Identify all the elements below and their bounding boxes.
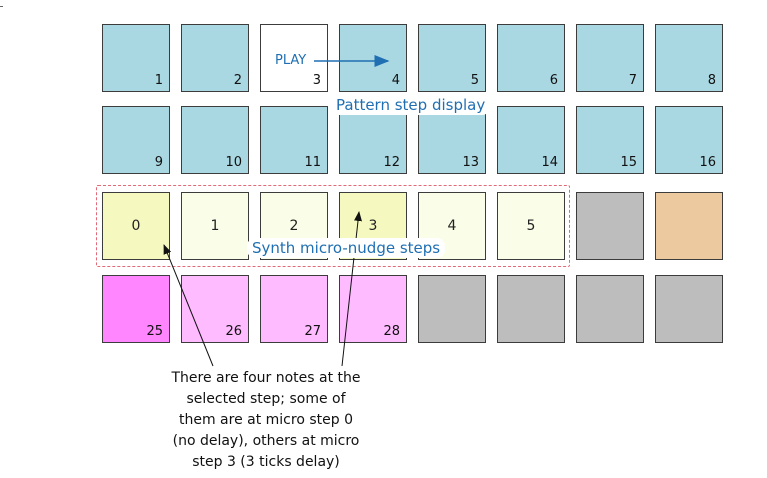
micro-step-explanation: There are four notes at the selected ste… xyxy=(160,368,372,473)
step-number: 9 xyxy=(154,155,163,170)
pattern-step-11[interactable]: 11 xyxy=(260,106,328,174)
disabled-pad[interactable] xyxy=(418,275,486,343)
pattern-step-12[interactable]: 12 xyxy=(339,106,407,174)
pad-number: 27 xyxy=(304,324,321,339)
pattern-step-8[interactable]: 8 xyxy=(655,24,723,92)
step-number: 10 xyxy=(225,155,242,170)
step-number: 1 xyxy=(154,73,163,88)
note-arrow-to-micro-step-3 xyxy=(341,211,362,367)
micro-step-number: 4 xyxy=(447,218,457,234)
step-number: 6 xyxy=(549,73,558,88)
note-pad-25[interactable]: 25 xyxy=(102,275,170,343)
note-pad-27[interactable]: 27 xyxy=(260,275,328,343)
micro-step-number: 3 xyxy=(368,218,378,234)
micro-step-1[interactable]: 1 xyxy=(181,192,249,260)
note-arrow-to-micro-step-0 xyxy=(163,244,214,367)
micro-step-0[interactable]: 0 xyxy=(102,192,170,260)
micro-step-number: 0 xyxy=(131,218,141,234)
disabled-pad[interactable] xyxy=(655,275,723,343)
step-number: 3 xyxy=(312,73,321,88)
step-number: 16 xyxy=(699,155,716,170)
pattern-step-display-label: Pattern step display xyxy=(331,95,491,115)
step-number: 11 xyxy=(304,155,321,170)
pattern-step-4[interactable]: 4 xyxy=(339,24,407,92)
micro-step-number: 2 xyxy=(289,218,299,234)
disabled-pad[interactable] xyxy=(497,275,565,343)
pattern-step-14[interactable]: 14 xyxy=(497,106,565,174)
pattern-step-15[interactable]: 15 xyxy=(576,106,644,174)
pattern-step-2[interactable]: 2 xyxy=(181,24,249,92)
disabled-pad[interactable] xyxy=(576,192,644,260)
pattern-step-7[interactable]: 7 xyxy=(576,24,644,92)
step-number: 2 xyxy=(233,73,242,88)
pattern-step-9[interactable]: 9 xyxy=(102,106,170,174)
step-number: 5 xyxy=(470,73,479,88)
synth-micro-nudge-label: Synth micro-nudge steps xyxy=(247,238,446,258)
step-number: 14 xyxy=(541,155,558,170)
play-label: PLAY xyxy=(275,53,307,68)
pad-number: 25 xyxy=(146,324,163,339)
pattern-step-16[interactable]: 16 xyxy=(655,106,723,174)
step-number: 4 xyxy=(391,73,400,88)
note-line: them are at micro step 0 xyxy=(178,412,353,428)
pattern-step-10[interactable]: 10 xyxy=(181,106,249,174)
step-number: 13 xyxy=(462,155,479,170)
note-line: step 3 (3 ticks delay) xyxy=(192,454,340,470)
micro-step-number: 5 xyxy=(526,218,536,234)
pattern-step-1[interactable]: 1 xyxy=(102,24,170,92)
corner-mark xyxy=(0,6,3,7)
micro-step-number: 1 xyxy=(210,218,220,234)
note-line: selected step; some of xyxy=(186,391,346,407)
micro-nudge-highlight xyxy=(96,185,570,267)
disabled-pad[interactable] xyxy=(576,275,644,343)
step-number: 15 xyxy=(620,155,637,170)
pattern-step-13[interactable]: 13 xyxy=(418,106,486,174)
step-number: 7 xyxy=(628,73,637,88)
pattern-step-6[interactable]: 6 xyxy=(497,24,565,92)
pad-number: 28 xyxy=(383,324,400,339)
step-number: 8 xyxy=(707,73,716,88)
orange-pad[interactable] xyxy=(655,192,723,260)
pattern-step-3-playing[interactable]: 3 xyxy=(260,24,328,92)
note-pad-26[interactable]: 26 xyxy=(181,275,249,343)
pad-number: 26 xyxy=(225,324,242,339)
note-line: There are four notes at the xyxy=(171,370,361,386)
micro-step-5[interactable]: 5 xyxy=(497,192,565,260)
pattern-step-5[interactable]: 5 xyxy=(418,24,486,92)
step-number: 12 xyxy=(383,155,400,170)
note-line: (no delay), others at micro xyxy=(172,433,360,449)
